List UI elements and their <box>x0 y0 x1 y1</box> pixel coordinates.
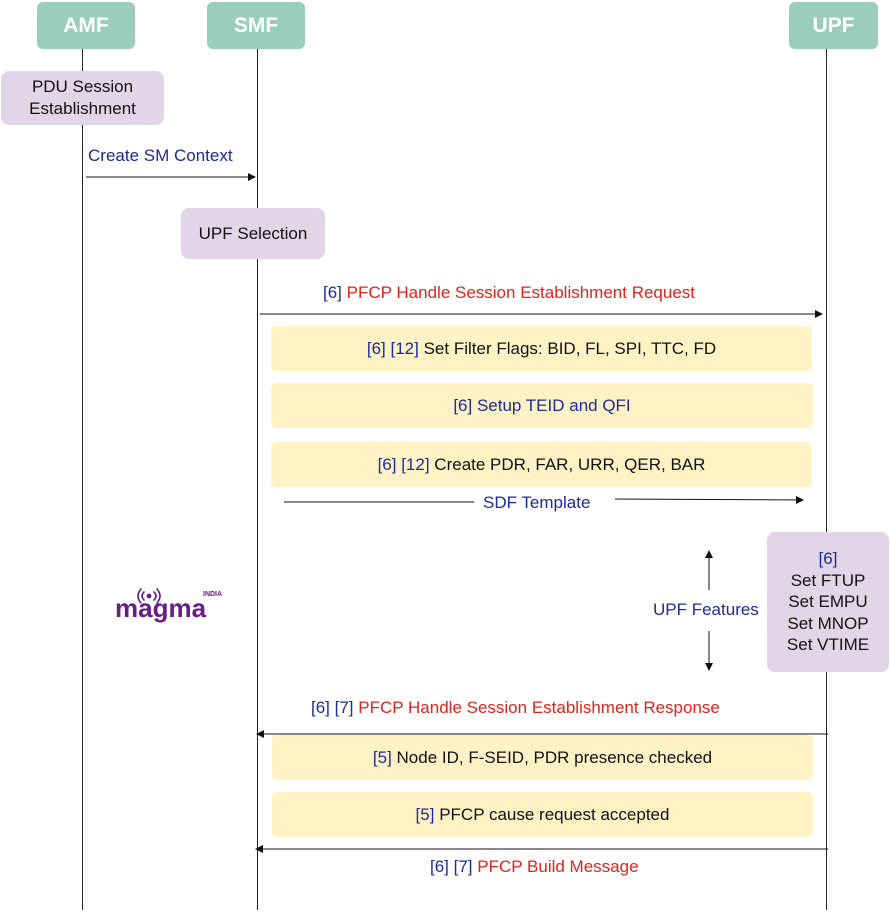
establishment-request-text: PFCP Handle Session Establishment Reques… <box>346 283 696 302</box>
establishment-request-label: [6] PFCP Handle Session Establishment Re… <box>323 283 695 303</box>
teid-qfi-text: Setup TEID and QFI <box>476 395 631 415</box>
presence-checked-note: [5] Node ID, F-SEID, PDR presence checke… <box>272 735 813 780</box>
teid-qfi-refs: [6] <box>453 395 473 415</box>
smf-actor: SMF <box>207 2 305 49</box>
presence-checked-text: Node ID, F-SEID, PDR presence checked <box>396 747 713 767</box>
filter-flags-note: [6] [12] Set Filter Flags: BID, FL, SPI,… <box>271 326 812 371</box>
smf-lifeline <box>257 48 258 910</box>
teid-qfi-note: [6] Setup TEID and QFI <box>271 383 813 428</box>
presence-checked-refs: [5] <box>372 747 392 767</box>
establishment-response-label: [6] [7] PFCP Handle Session Establishmen… <box>311 698 720 718</box>
build-message-refs: [6] [7] <box>430 857 473 876</box>
magma-logo: magma INDIA <box>113 584 233 624</box>
amf-actor: AMF <box>37 2 135 49</box>
build-message-text: PFCP Build Message <box>477 857 639 876</box>
pdu-session-line2: Establishment <box>29 99 136 118</box>
establishment-response-refs: [6] [7] <box>311 698 354 717</box>
magma-logo-text: magma <box>115 593 207 623</box>
pdu-session-line1: PDU Session <box>31 77 134 96</box>
magma-logo-badge: INDIA <box>203 591 222 598</box>
create-rules-text: Create PDR, FAR, URR, QER, BAR <box>434 454 706 474</box>
create-rules-refs: [6] [12] <box>377 454 430 474</box>
cause-accepted-note: [5] PFCP cause request accepted <box>272 792 813 837</box>
upf-actor: UPF <box>789 2 878 49</box>
upf-features-ref: [6] <box>818 549 838 569</box>
set-empu: Set EMPU <box>788 592 868 612</box>
upf-features-label: UPF Features <box>653 600 759 619</box>
cause-accepted-text: PFCP cause request accepted <box>439 804 670 824</box>
cause-accepted-refs: [5] <box>415 804 435 824</box>
set-mnop: Set MNOP <box>787 613 869 633</box>
upf-selection-note: UPF Selection <box>181 208 325 259</box>
filter-flags-text: Set Filter Flags: BID, FL, SPI, TTC, FD <box>423 338 717 358</box>
build-message-label: [6] [7] PFCP Build Message <box>430 857 639 877</box>
magma-logo-graphic: magma INDIA <box>115 588 222 623</box>
sdf-template-arrow <box>614 495 804 504</box>
set-vtime: Set VTIME <box>786 635 870 655</box>
sdf-template-label: SDF Template <box>483 493 591 512</box>
upf-lifeline <box>826 48 827 910</box>
amf-lifeline <box>82 48 83 910</box>
filter-flags-refs: [6] [12] <box>366 338 419 358</box>
establishment-response-text: PFCP Handle Session Establishment Respon… <box>358 698 720 717</box>
pdu-session-note: PDU Session Establishment <box>1 71 164 125</box>
establishment-request-refs: [6] <box>323 283 342 302</box>
upf-features-box: [6] Set FTUP Set EMPU Set MNOP Set VTIME <box>767 532 889 672</box>
create-rules-note: [6] [12] Create PDR, FAR, URR, QER, BAR <box>271 442 812 487</box>
set-ftup: Set FTUP <box>790 570 866 590</box>
create-sm-context-label: Create SM Context <box>88 146 233 165</box>
